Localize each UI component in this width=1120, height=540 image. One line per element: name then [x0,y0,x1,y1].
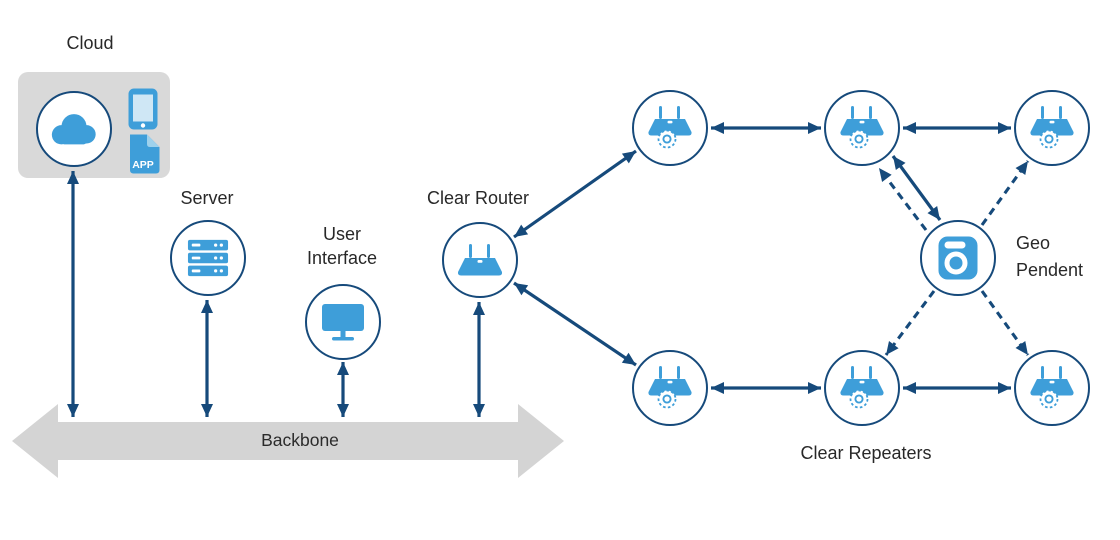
repeater-icon [840,366,884,409]
router-icon [457,244,503,276]
repeater-icon [840,106,884,149]
app-badge-text: APP [132,159,154,171]
label-user-interface: User Interface [282,222,402,270]
node-clear-router [442,222,518,298]
node-repeater-top-middle [824,90,900,166]
backbone-bar [12,404,564,478]
node-repeater-top-left [632,90,708,166]
label-user-interface-line2: Interface [306,248,378,268]
edge-geo-repeater-top-right-dashed [980,160,1030,226]
repeater-icon [648,106,692,149]
label-backbone: Backbone [261,430,339,450]
node-repeater-bottom-right [1014,350,1090,426]
label-geo-line2: Pendent [1016,260,1084,280]
node-repeater-bottom-left [632,350,708,426]
app-file-icon: APP [130,134,160,174]
node-repeater-bottom-middle [824,350,900,426]
smartphone-icon [128,88,158,130]
edge-geo-repeater-bottom-right-dashed [980,290,1030,356]
label-user-interface-line1: User [322,224,361,244]
server-icon [187,239,229,277]
node-user-interface [305,284,381,360]
label-geo-pendent: Geo Pendent [1016,230,1116,284]
node-cloud [36,91,112,167]
camera-icon [938,236,978,280]
node-server [170,220,246,296]
repeater-icon [1030,366,1074,409]
repeater-icon [648,366,692,409]
edge-router-repeater-bottom-left [513,281,637,367]
label-geo-line1: Geo [1016,233,1051,253]
edge-router-repeater-top-left [513,149,637,239]
repeater-icon [1030,106,1074,149]
label-clear-repeaters: Clear Repeaters [800,443,932,463]
monitor-icon [322,304,364,341]
edge-geo-repeater-bottom-middle-dashed [884,290,936,356]
node-geo-pendent [920,220,996,296]
label-clear-router: Clear Router [426,188,530,208]
edge-repeater-geo-solid [891,155,942,221]
label-cloud: Cloud [66,33,114,53]
cloud-icon [51,114,96,145]
label-server: Server [180,188,234,208]
edge-geo-repeater-top-middle-dashed [877,167,928,231]
node-repeater-top-right [1014,90,1090,166]
